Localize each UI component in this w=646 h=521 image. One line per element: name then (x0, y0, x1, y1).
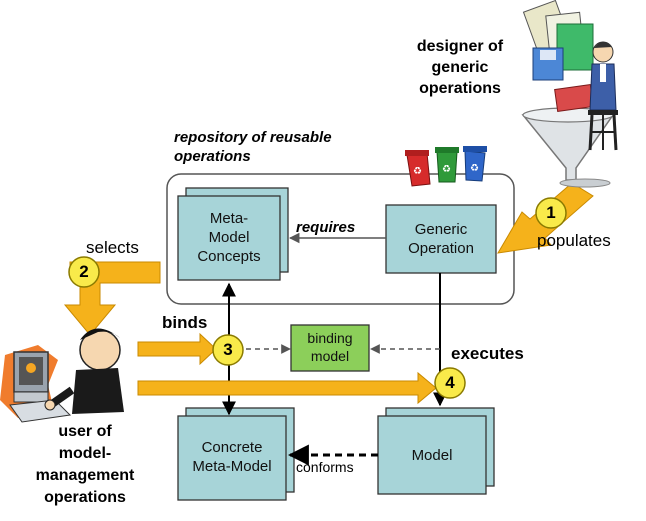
concrete-meta-model-line1: Concrete (201, 439, 263, 456)
binds-label: binds (162, 313, 208, 332)
repository-label-line2: operations (174, 148, 251, 165)
binding-model-line1: binding (307, 330, 353, 346)
step-2-number: 2 (79, 262, 89, 281)
meta-model-concepts-box (177, 187, 289, 281)
designer-label-line2: generic (431, 59, 489, 76)
executes-orange-arrow (137, 371, 437, 405)
binding-model-line2: model (310, 348, 350, 364)
step-4-circle (434, 367, 466, 399)
designer-label-line1: designer of (416, 38, 504, 55)
user-label-line2: model- (58, 445, 112, 462)
model-box (377, 407, 495, 495)
selects-label: selects (86, 238, 139, 257)
funnel-icon (521, 107, 615, 188)
generic-operation-line1: Generic (414, 221, 468, 238)
user-computer-icon (0, 328, 124, 423)
step-2-circle (68, 256, 100, 288)
svg-text:♻: ♻ (413, 166, 422, 177)
svg-text:♻: ♻ (470, 163, 479, 174)
conforms-label: conforms (296, 459, 354, 475)
user-label-line3: management (35, 467, 135, 484)
executes-label: executes (451, 344, 524, 363)
step-3-number: 3 (223, 340, 233, 359)
binds-orange-arrow (137, 332, 217, 366)
populates-label: populates (537, 231, 611, 250)
user-label-line4: operations (44, 489, 126, 506)
meta-model-concepts-line3: Concepts (197, 248, 261, 265)
step-3-circle (212, 334, 244, 366)
meta-model-concepts-label: Meta- Model Concepts (178, 209, 280, 266)
model-line1: Model (411, 447, 453, 464)
meta-model-concepts-line1: Meta- (209, 210, 249, 227)
binding-model-box (290, 324, 370, 372)
requires-label: requires (296, 219, 356, 236)
step-1-circle (535, 197, 567, 229)
step-4-number: 4 (445, 373, 455, 392)
designer-label: designer of generic operations (398, 36, 522, 99)
user-label: user of model- management operations (0, 421, 170, 509)
recycle-bins-icon: ♻ ♻ ♻ (405, 146, 487, 187)
generic-operation-box (385, 204, 497, 274)
step-1-number: 1 (546, 203, 556, 222)
repository-label: repository of reusable operations (174, 128, 332, 166)
designer-figure-icon (522, 0, 618, 151)
repository-label-line1: repository of reusable (174, 129, 332, 146)
model-label: Model (378, 446, 486, 465)
generic-operation-label: Generic Operation (386, 220, 496, 258)
concrete-meta-model-line2: Meta-Model (192, 458, 272, 475)
designer-label-line3: operations (419, 80, 501, 97)
meta-model-concepts-line2: Model (208, 229, 250, 246)
binding-model-label: binding model (291, 329, 369, 365)
generic-operation-line2: Operation (408, 240, 474, 257)
user-label-line1: user of (58, 423, 112, 440)
concrete-meta-model-box (177, 407, 295, 501)
concrete-meta-model-label: Concrete Meta-Model (178, 438, 286, 476)
svg-text:♻: ♻ (442, 164, 451, 175)
